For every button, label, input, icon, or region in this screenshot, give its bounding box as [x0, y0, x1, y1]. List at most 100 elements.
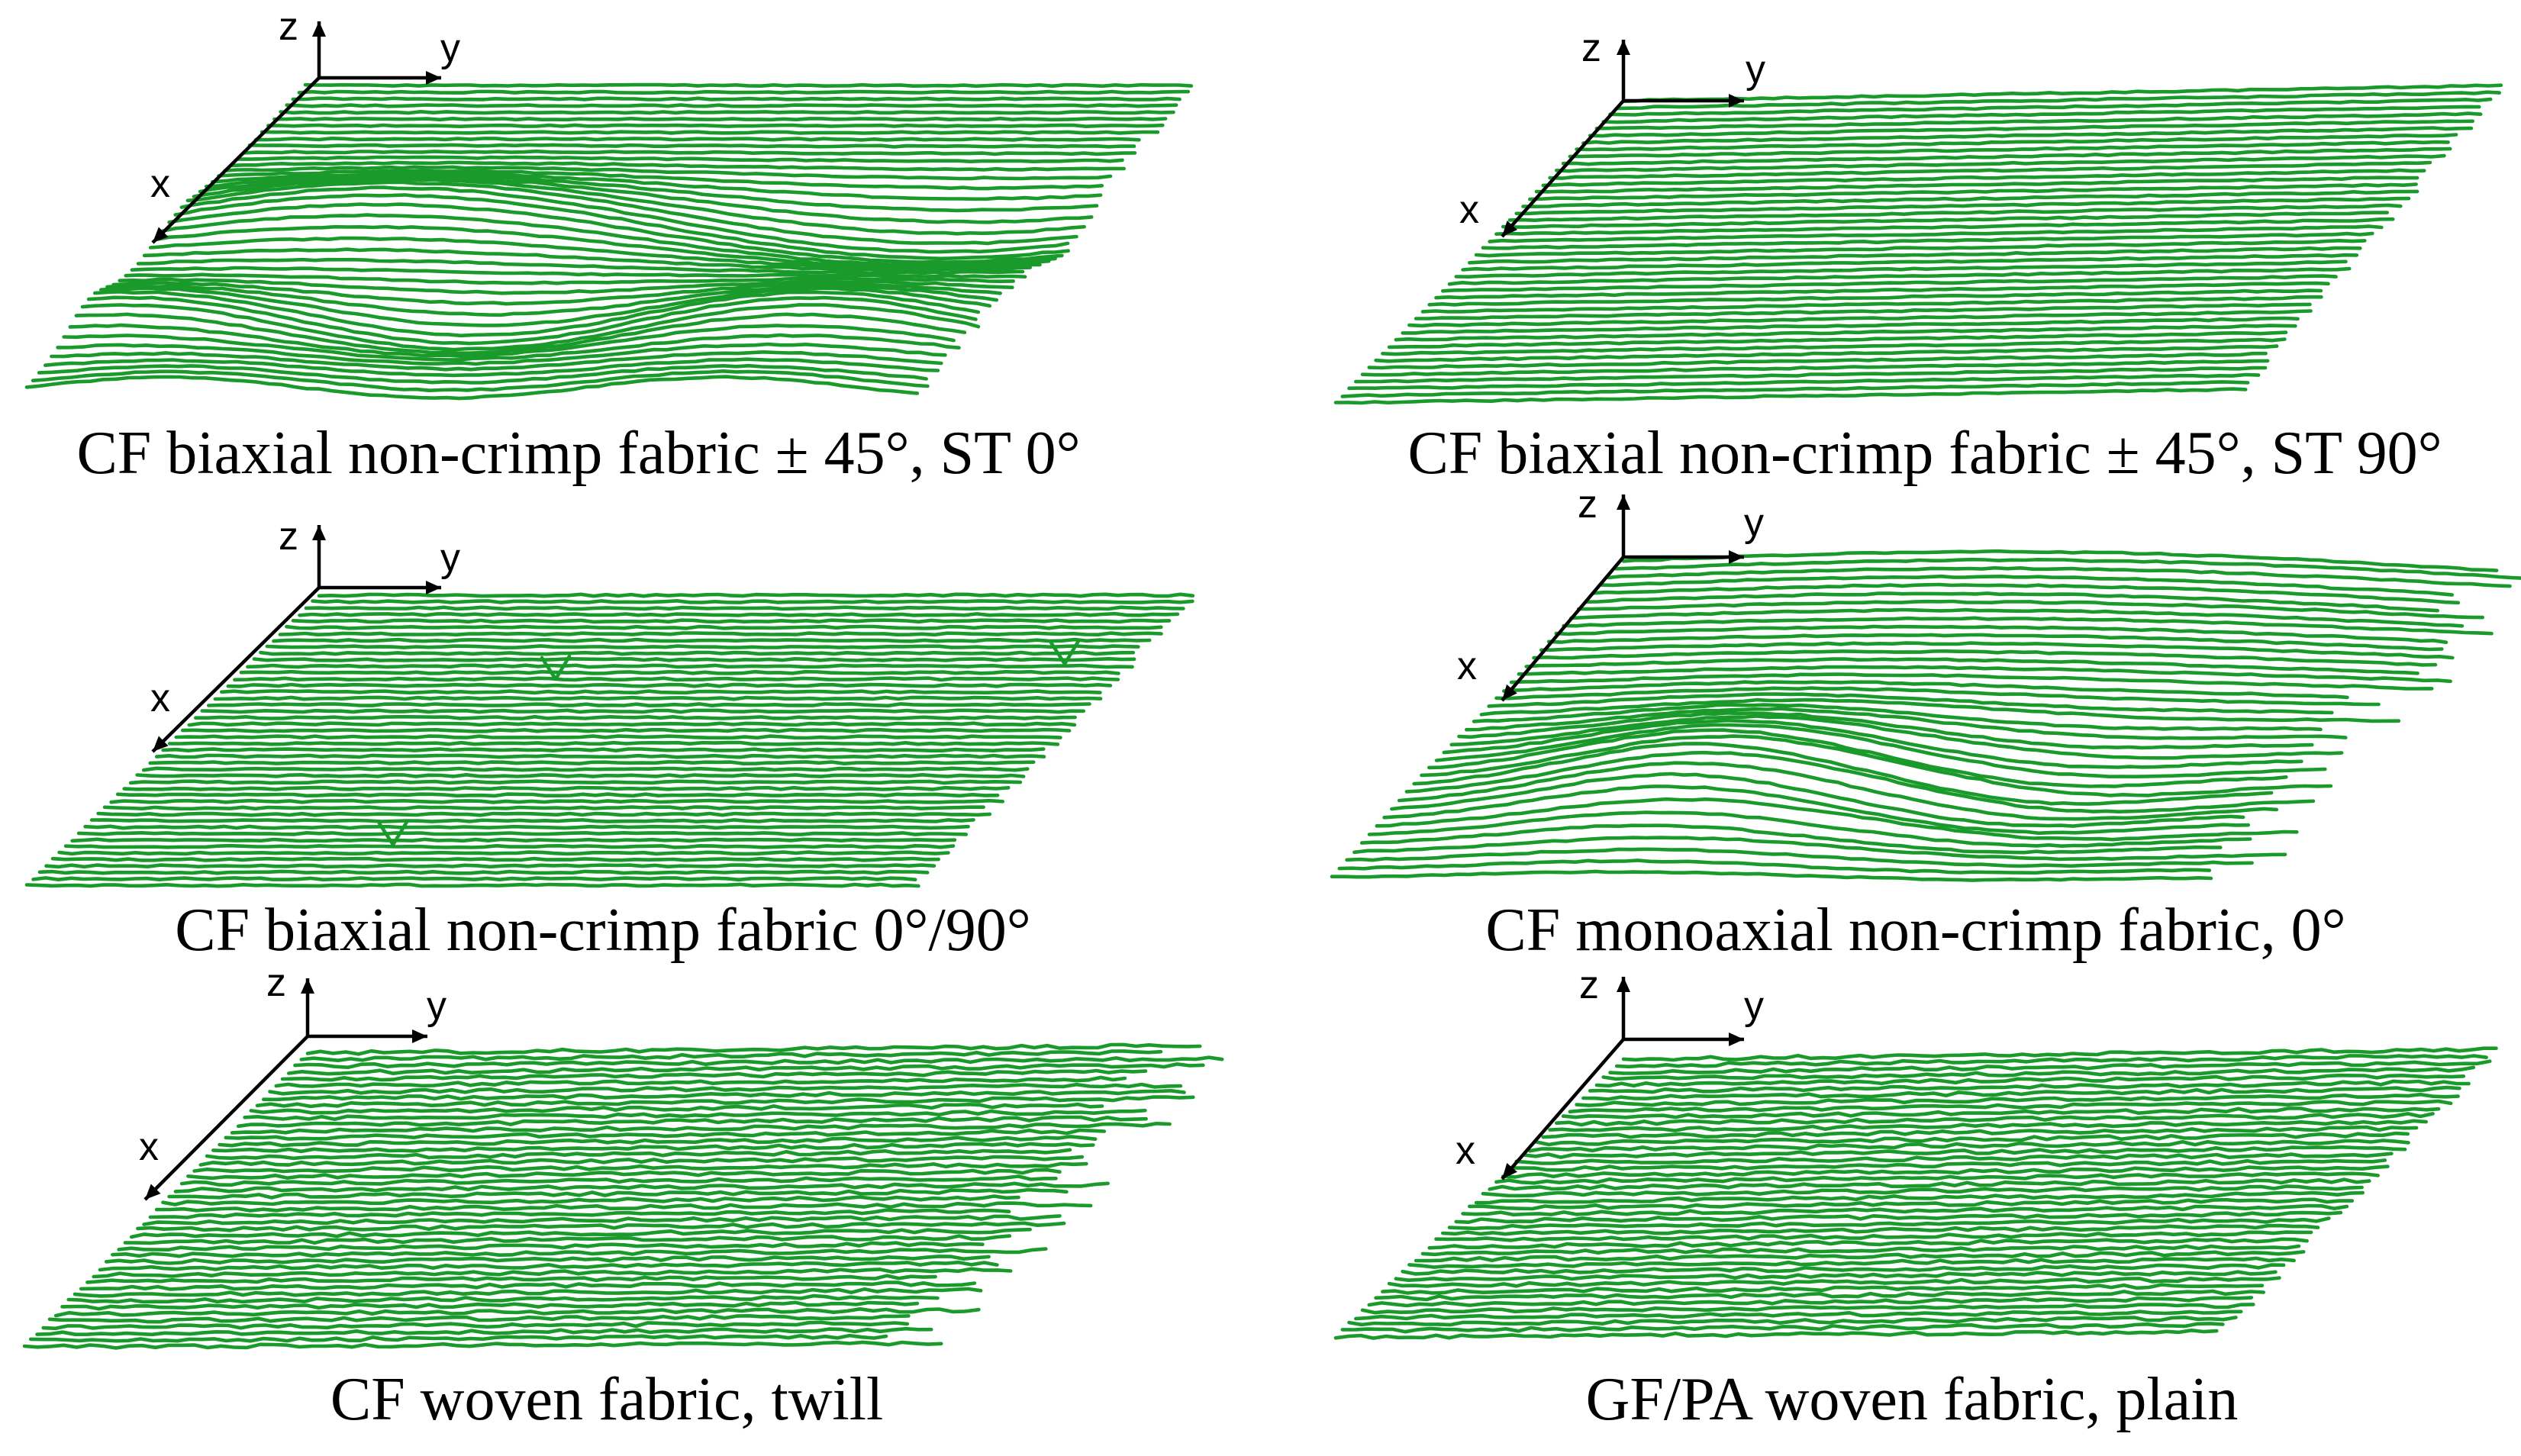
scan-line: [255, 1095, 1195, 1109]
scan-line: [1488, 1177, 2371, 1191]
x-axis-label: x: [150, 162, 170, 206]
scan-line: [80, 303, 981, 352]
scan-line: [246, 663, 1134, 669]
scan-line: [1461, 1203, 2349, 1217]
scan-line: [291, 618, 1172, 624]
surface-dip: [1049, 639, 1081, 666]
scan-line: [111, 1247, 1048, 1258]
scan-line: [35, 1326, 933, 1337]
scan-line: [115, 792, 1000, 798]
scan-line: [1420, 1244, 2301, 1257]
scan-line: [241, 149, 1137, 156]
scan-line: [297, 89, 1191, 95]
scan-line: [92, 290, 981, 338]
scan-line: [192, 178, 1086, 236]
panel-caption: CF biaxial non-crimp fabric ± 45°, ST 90…: [1407, 420, 2442, 487]
scan-line: [104, 1255, 991, 1265]
scan-line: [1367, 1296, 2254, 1308]
scan-line: [272, 116, 1168, 122]
scan-line: [218, 1135, 1098, 1148]
scan-line: [186, 1168, 1062, 1181]
scan-line: [1474, 239, 2367, 258]
scan-line: [167, 202, 1064, 264]
scan-line: [1576, 599, 2484, 620]
scan-line: [1532, 649, 2438, 667]
scan-line: [1354, 1309, 2243, 1321]
axis-triad: xyz: [150, 5, 460, 244]
scan-line: [154, 1201, 1093, 1213]
panel-1: xyz CF biaxial non-crimp fabric ± 45°, ST…: [24, 5, 1194, 487]
scan-line: [1360, 1303, 2255, 1315]
x-axis-arrow-arrowhead: [153, 227, 169, 243]
scan-line: [1427, 288, 2323, 307]
scan-line: [265, 644, 1140, 649]
x-axis-label: x: [150, 676, 170, 720]
scan-line: [111, 281, 1002, 306]
scan-line: [223, 165, 1113, 181]
scan-line: [123, 1234, 1012, 1245]
scan-line: [259, 650, 1136, 656]
scan-line: [1555, 153, 2446, 173]
scan-line: [262, 1089, 1186, 1102]
scan-line: [1397, 761, 2279, 821]
scan-line: [1441, 1223, 2320, 1236]
scan-line: [287, 1062, 1205, 1076]
scan-line: [1521, 1145, 2407, 1159]
scan-line: [62, 333, 961, 362]
y-axis-arrow-arrowhead: [1729, 1032, 1744, 1046]
scan-line: [235, 155, 1124, 163]
scan-line: [1621, 1046, 2498, 1062]
scan-line: [1374, 344, 2279, 363]
scan-line: [1517, 665, 2452, 684]
scan-line: [1441, 274, 2338, 293]
scan-line: [28, 1333, 888, 1343]
scan-line: [1501, 1164, 2390, 1179]
scan-line: [173, 193, 1070, 261]
scan-line: [298, 611, 1180, 617]
scan-line: [1360, 359, 2270, 377]
scan-line: [1555, 1112, 2435, 1127]
scan-line: [1594, 111, 2483, 130]
surface-dip: [540, 654, 572, 681]
scan-lines: [1333, 1046, 2498, 1340]
scan-line: [253, 137, 1141, 142]
scan-line: [243, 1108, 1147, 1122]
scan-line: [1337, 858, 2212, 875]
panel-caption: CF biaxial non-crimp fabric ± 45°, ST 0°: [76, 420, 1080, 487]
x-axis-arrow: [143, 1035, 309, 1201]
scan-line: [136, 257, 1025, 275]
scan-line: [1501, 211, 2389, 229]
scan-line: [1447, 1216, 2331, 1231]
scan-line: [285, 103, 1178, 108]
scan-line: [1375, 797, 2299, 842]
scan-line: [1528, 182, 2418, 201]
scan-line: [99, 286, 992, 327]
scan-line: [24, 882, 920, 888]
scan-line: [311, 599, 1194, 604]
x-axis-arrow-arrowhead: [145, 1184, 161, 1200]
scan-line: [293, 1055, 1224, 1069]
scan-line: [204, 173, 1099, 213]
scan-line: [1534, 176, 2419, 194]
scan-line: [68, 323, 956, 359]
z-axis-arrow-arrowhead: [312, 21, 326, 37]
scan-line: [247, 143, 1136, 149]
scan-line: [280, 1068, 1148, 1082]
scan-line: [1382, 784, 2250, 836]
scan-line: [1407, 309, 2313, 328]
y-axis-label: y: [427, 984, 446, 1028]
scan-line: [142, 247, 1032, 272]
scan-lines: [1333, 83, 2503, 405]
scan-line: [1414, 302, 2312, 321]
scan-line: [56, 342, 947, 366]
z-axis-arrow-arrowhead: [1617, 977, 1630, 992]
scan-line: [141, 766, 1030, 772]
x-axis-label: x: [1457, 644, 1477, 688]
scan-line: [252, 657, 1136, 662]
scan-line: [303, 82, 1194, 89]
scan-line: [220, 689, 1102, 695]
scan-line: [47, 1314, 911, 1324]
